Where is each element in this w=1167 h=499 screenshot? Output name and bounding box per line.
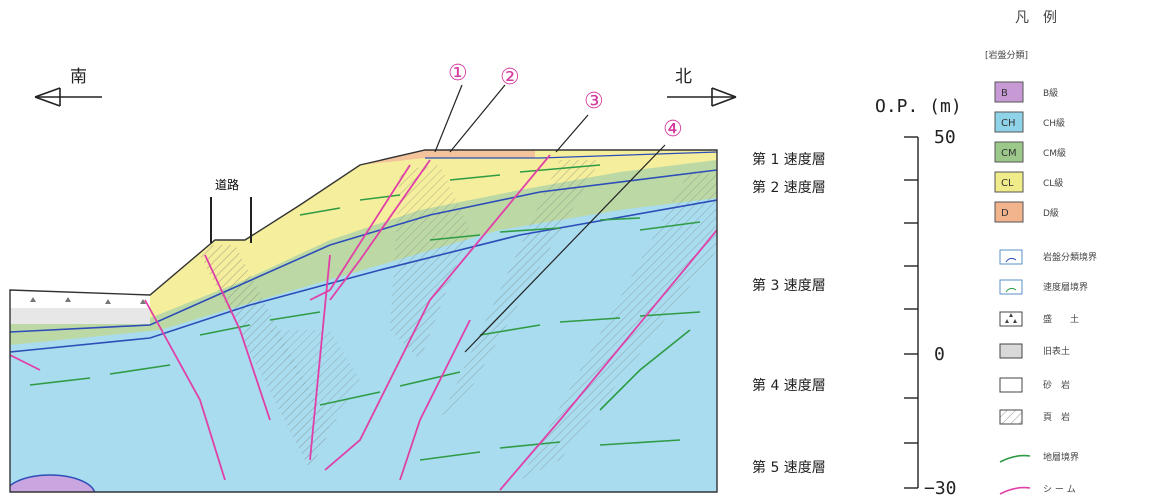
svg-text:地層境界: 地層境界 xyxy=(1043,451,1079,463)
marker-2: ② xyxy=(500,65,520,90)
legend-code: CM xyxy=(1001,148,1017,159)
legend-label: CH級 xyxy=(1043,117,1065,129)
svg-text:砂 岩: 砂 岩 xyxy=(1043,379,1070,391)
legend-class-b: B B級 xyxy=(994,81,1058,103)
marker-3: ③ xyxy=(584,89,604,114)
legend-item-fill-soil: 盛 土 xyxy=(999,311,1079,327)
legend-class-d: D D級 xyxy=(994,201,1059,223)
legend-code: CH xyxy=(1001,118,1016,129)
marker-4: ④ xyxy=(663,117,683,142)
fill-soil-markers xyxy=(30,297,146,304)
legend-item-rock-boundary: 岩盤分類境界 xyxy=(999,249,1097,265)
north-label: 北 xyxy=(675,67,692,87)
road-marker xyxy=(210,197,252,243)
legend-item-sandstone: 砂 岩 xyxy=(999,377,1070,393)
seam-icon xyxy=(999,486,1031,495)
legend-label: CM級 xyxy=(1043,147,1066,159)
velocity-layer-5: 第 5 速度層 xyxy=(752,459,826,476)
legend-title: 凡 例 xyxy=(1015,10,1057,26)
velocity-layer-4: 第 4 速度層 xyxy=(752,377,826,394)
north-arrow xyxy=(667,87,737,107)
velocity-layer-1: 第 1 速度層 xyxy=(752,151,826,168)
legend-item-stratum-boundary: 地層境界 xyxy=(999,451,1079,463)
svg-text:シ ー ム: シ ー ム xyxy=(1043,484,1076,495)
legend-code: D xyxy=(1001,208,1009,219)
legend-swatch-d xyxy=(994,201,1024,223)
legend-subtitle: [岩盤分類] xyxy=(985,49,1028,61)
scale-tick-0: 0 xyxy=(934,344,945,365)
legend-class-ch: CH CH級 xyxy=(994,111,1065,133)
shale-icon xyxy=(999,409,1023,425)
old-topsoil-icon xyxy=(999,343,1023,359)
velocity-boundary-icon xyxy=(999,279,1023,295)
legend-label: B級 xyxy=(1043,87,1058,99)
scale-tick-50: 50 xyxy=(934,127,956,148)
legend-class-cm: CM CM級 xyxy=(994,141,1066,163)
svg-text:旧表土: 旧表土 xyxy=(1043,345,1070,357)
legend-code: CL xyxy=(1001,178,1014,189)
elevation-scale xyxy=(904,136,919,489)
legend-swatch-b xyxy=(994,81,1024,103)
scale-tick-minus30: −30 xyxy=(924,478,957,499)
road-label: 道路 xyxy=(215,177,239,192)
legend-swatch-cm xyxy=(994,141,1024,163)
svg-text:速度層境界: 速度層境界 xyxy=(1043,281,1088,293)
stratum-boundary-icon xyxy=(999,454,1031,463)
section-body xyxy=(10,150,717,492)
svg-text:盛 土: 盛 土 xyxy=(1043,313,1079,325)
svg-text:頁 岩: 頁 岩 xyxy=(1043,411,1070,423)
velocity-layer-2: 第 2 速度層 xyxy=(752,179,826,196)
south-arrow xyxy=(34,87,102,107)
sandstone-icon xyxy=(999,377,1023,393)
svg-text:岩盤分類境界: 岩盤分類境界 xyxy=(1043,251,1097,263)
legend-item-shale: 頁 岩 xyxy=(999,409,1070,425)
legend-label: CL級 xyxy=(1043,177,1063,189)
rock-boundary-icon xyxy=(999,249,1023,265)
legend-item-seam: シ ー ム xyxy=(999,484,1076,495)
marker-1: ① xyxy=(448,61,468,86)
scale-title: O.P. (m) xyxy=(875,96,962,117)
legend-item-velocity-boundary: 速度層境界 xyxy=(999,279,1088,295)
velocity-layer-3: 第 3 速度層 xyxy=(752,277,826,294)
legend-label: D級 xyxy=(1043,207,1059,219)
south-label: 南 xyxy=(70,67,87,87)
legend-class-cl: CL CL級 xyxy=(994,171,1063,193)
legend-swatch-ch xyxy=(994,111,1024,133)
legend-swatch-cl xyxy=(994,171,1024,193)
legend-code: B xyxy=(1001,88,1008,99)
legend-item-old-topsoil: 旧表土 xyxy=(999,343,1070,359)
